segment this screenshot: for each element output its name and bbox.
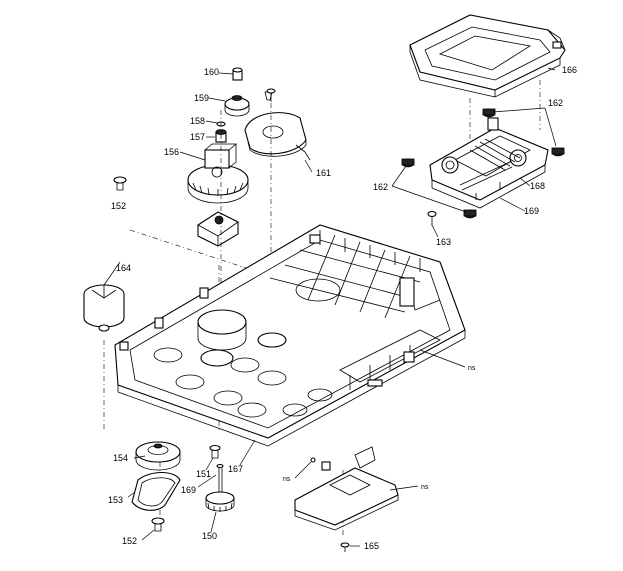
part-150-gear (205, 463, 235, 512)
label-154: 154 (113, 453, 128, 463)
label-ns-board: ns (421, 484, 429, 491)
part-169-pickup-mechanism (429, 117, 549, 209)
part-small-screw (310, 457, 316, 463)
part-153-belt (131, 471, 181, 511)
label-169: 169 (181, 485, 196, 495)
label-158: 158 (190, 116, 205, 126)
part-166-holder-frame (409, 14, 566, 98)
label-157: 157 (190, 132, 205, 142)
part-screw (266, 88, 276, 102)
part-164-motor (83, 284, 125, 332)
label-169-mech: 169 (524, 206, 539, 216)
part-162-damper (401, 158, 415, 168)
label-152-top: 152 (111, 201, 126, 211)
part-162-damper (482, 108, 496, 118)
label-167: 167 (228, 464, 243, 474)
part-152-screw-bottom (151, 517, 165, 532)
part-152-screw-top (113, 176, 127, 191)
label-151: 151 (196, 469, 211, 479)
leader-lines (103, 67, 557, 547)
label-162-right: 162 (548, 98, 563, 108)
label-159: 159 (194, 93, 209, 103)
label-166: 166 (562, 65, 577, 75)
label-ns-screw: ns (283, 476, 291, 483)
label-161: 161 (316, 168, 331, 178)
label-165: 165 (364, 541, 379, 551)
label-156: 156 (164, 147, 179, 157)
part-154-pulley (135, 441, 181, 471)
label-153: 153 (108, 495, 123, 505)
part-161-cam-gear (244, 91, 311, 161)
label-163: 163 (436, 237, 451, 247)
part-162-damper (463, 209, 477, 219)
label-ns-chassis: ns (468, 365, 476, 372)
label-164: 164 (116, 263, 131, 273)
label-152-bottom: 152 (122, 536, 137, 546)
part-drive-block (197, 211, 239, 247)
part-163-screw (427, 210, 437, 226)
part-160-cap (232, 67, 243, 81)
part-156-main-gear (187, 143, 249, 204)
label-162-left: 162 (373, 182, 388, 192)
label-168: 168 (530, 181, 545, 191)
part-159-gear (224, 95, 250, 117)
part-ns-board (294, 446, 399, 531)
label-150: 150 (202, 531, 217, 541)
label-160: 160 (204, 67, 219, 77)
main-chassis (114, 224, 466, 447)
part-151-screw (209, 444, 221, 459)
part-165-screw (340, 542, 350, 552)
part-162-damper (551, 147, 565, 157)
